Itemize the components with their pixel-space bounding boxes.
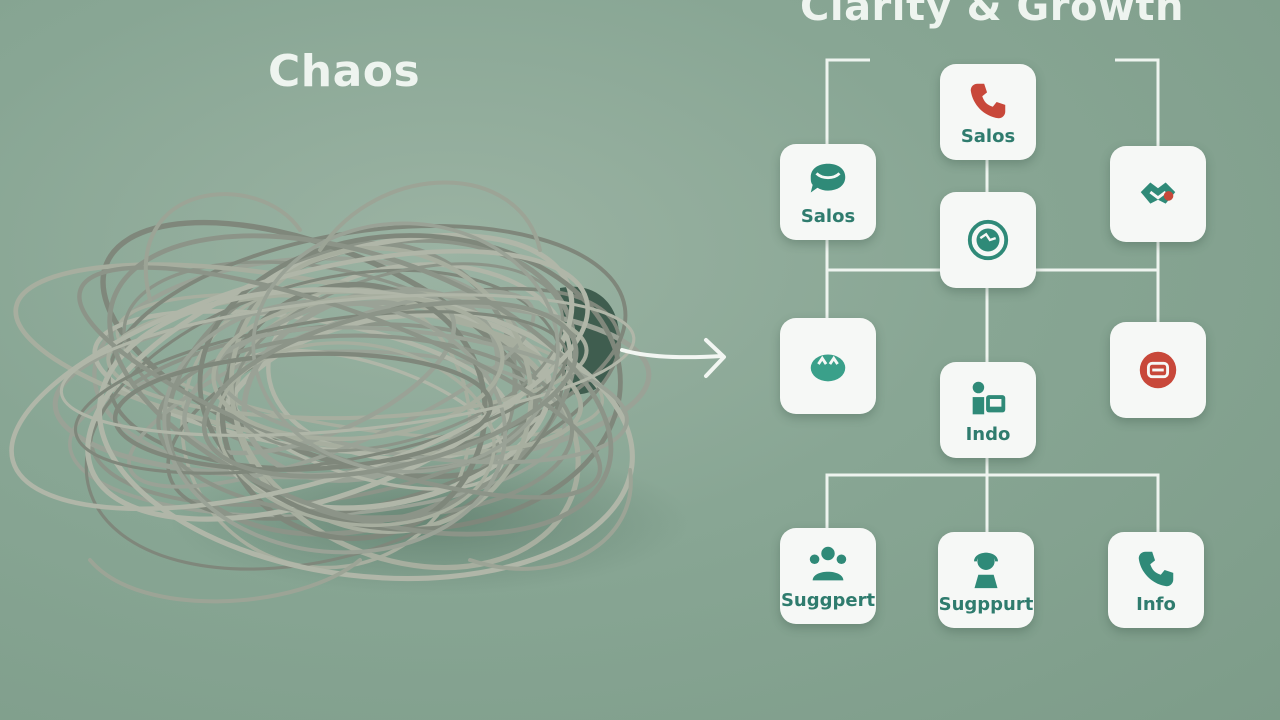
cable-loop <box>112 351 493 472</box>
phone-icon <box>970 83 1006 118</box>
node-bottom-right[interactable]: Info <box>1108 532 1204 628</box>
handshake-icon <box>1140 182 1176 204</box>
cable-loop <box>211 294 505 442</box>
node-label: Sugppurt <box>938 593 1034 615</box>
arrow-line <box>620 348 724 360</box>
node-top-center[interactable]: Salos <box>940 64 1036 160</box>
cable-loop <box>468 468 633 571</box>
connector-line <box>825 58 870 148</box>
node-label: Salos <box>960 125 1016 147</box>
node-label: Info <box>1136 593 1176 615</box>
cable-loop <box>318 180 542 252</box>
chaos-title: Chaos <box>268 46 421 97</box>
cable-loops <box>9 180 652 604</box>
chat-bubble-icon <box>810 163 846 192</box>
globe-icon <box>967 219 1009 261</box>
cable-loop <box>215 341 496 528</box>
team-icon <box>809 546 847 580</box>
node-middle-right[interactable] <box>1110 322 1206 418</box>
arrow-head-icon <box>704 338 726 378</box>
cable-loop <box>59 293 636 437</box>
node-bottom-left[interactable]: Suggpert <box>780 528 876 624</box>
connector-line <box>1115 58 1160 150</box>
cable-loop <box>88 558 362 604</box>
clarity-growth-title: Clarity & Growth <box>800 0 1185 30</box>
node-middle-left[interactable] <box>780 318 876 414</box>
connector-line <box>825 473 1160 536</box>
cable-loop <box>182 289 457 456</box>
cable-loop <box>107 233 614 537</box>
node-label: Suggpert <box>780 589 876 611</box>
phone-icon <box>1138 551 1174 586</box>
cable-loop <box>251 221 560 474</box>
node-upper-right[interactable] <box>1110 146 1206 242</box>
cable-loop <box>201 299 579 479</box>
chat-people-icon <box>810 354 846 382</box>
node-upper-left[interactable]: Salos <box>780 144 876 240</box>
node-label: Salos <box>800 205 856 227</box>
cable-loop <box>143 192 302 302</box>
message-icon <box>1139 351 1177 389</box>
person-desk-icon <box>972 381 1006 414</box>
node-label: Indo <box>965 423 1011 445</box>
cable-loop <box>9 248 590 512</box>
cable-loop <box>96 287 635 582</box>
headset-agent-icon <box>974 552 998 588</box>
node-center[interactable] <box>940 192 1036 288</box>
node-lower-center[interactable]: Indo <box>940 362 1036 458</box>
cable-loop <box>156 333 575 520</box>
node-bottom-center[interactable]: Sugppurt <box>938 532 1034 628</box>
